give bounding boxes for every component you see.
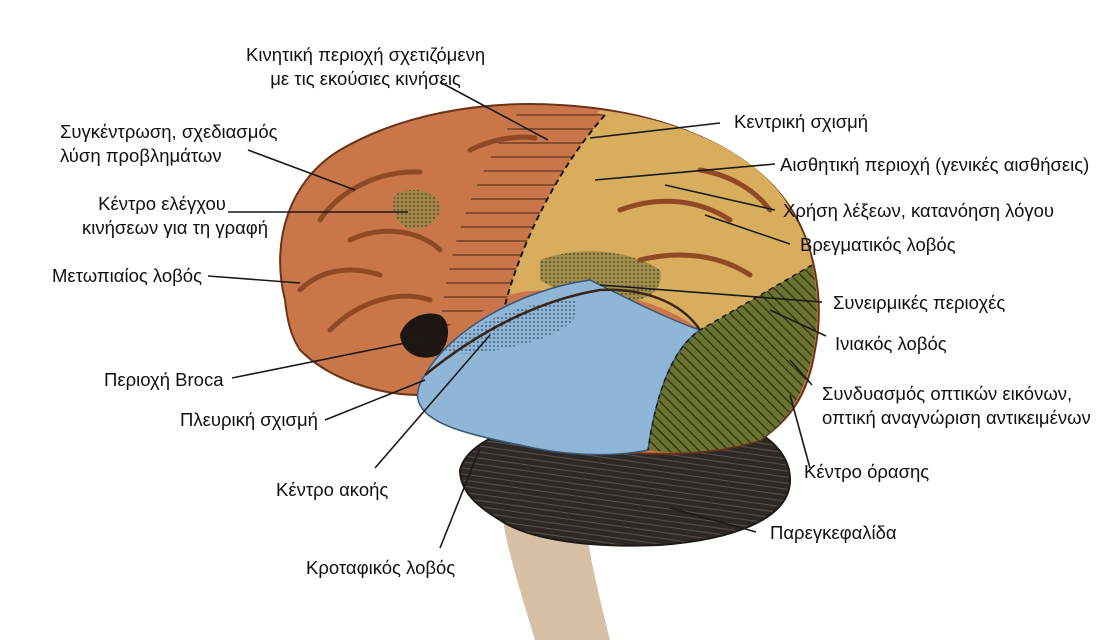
label-parietal-lobe: Βρεγματικός λοβός — [800, 234, 956, 255]
leader-vision — [789, 394, 811, 469]
leader-visual — [789, 359, 813, 386]
leader-word — [664, 184, 776, 211]
label-word-use: Χρήση λέξεων, κατανόηση λόγου — [783, 200, 1055, 221]
hearing-center-patch — [445, 300, 578, 354]
label-central-sulcus: Κεντρική σχισμή — [734, 111, 869, 132]
leader-concentration — [247, 149, 356, 191]
leader-parietal — [704, 214, 791, 245]
leader-cerebellum — [669, 507, 757, 533]
lateral-sulcus-line — [424, 288, 702, 376]
label-writing-center-line1: Κέντρο ελέγχου — [98, 193, 226, 214]
label-temporal-lobe: Κροταφικός λοβός — [306, 557, 456, 578]
leader-association — [599, 284, 823, 303]
leader-broca — [231, 339, 421, 379]
label-writing-center: Κέντρο ελέγχου κινήσεων για τη γραφή — [82, 192, 269, 240]
label-visual-association: Συνδυασμός οπτικών εικόνων, οπτική αναγν… — [822, 382, 1091, 430]
label-sensory-area: Αισθητική περιοχή (γενικές αισθήσεις) — [780, 154, 1090, 175]
label-lateral-sulcus: Πλευρική σχισμή — [180, 409, 318, 430]
label-visual-association-line1: Συνδυασμός οπτικών εικόνων, — [822, 383, 1073, 404]
label-writing-center-line2: κινήσεων για τη γραφή — [82, 217, 269, 238]
parieto-occipital-border — [647, 264, 813, 451]
label-frontal-lobe: Μετωπιαίος λοβός — [52, 265, 203, 286]
label-vision-center: Κέντρο όρασης — [804, 461, 930, 482]
label-broca: Περιοχή Broca — [104, 369, 224, 390]
leader-temporal — [439, 447, 481, 549]
broca-area-shape — [400, 313, 449, 358]
label-concentration-line1: Συγκέντρωση, σχεδιασμός — [60, 121, 278, 142]
label-motor-area-line1: Κινητική περιοχή σχετιζόμενη — [246, 44, 486, 65]
label-cerebellum: Παρεγκεφαλίδα — [770, 522, 897, 543]
leader-lateral — [324, 379, 426, 421]
label-hearing-center: Κέντρο ακοής — [276, 479, 389, 500]
leader-central — [589, 122, 721, 139]
central-sulcus-line — [504, 114, 606, 306]
leader-hearing — [374, 334, 491, 469]
writing-center-patch — [393, 189, 441, 229]
label-motor-area: Κινητική περιοχή σχετιζόμενη με τις εκού… — [246, 43, 485, 91]
label-association-areas: Συνειρμικές περιοχές — [833, 292, 1006, 313]
label-motor-area-line2: με τις εκούσιες κινήσεις — [270, 68, 461, 89]
label-concentration: Συγκέντρωση, σχεδιασμός λύση προβλημάτων — [60, 120, 278, 168]
label-occipital-lobe: Ινιακός λοβός — [835, 333, 947, 354]
leader-sensory — [594, 163, 776, 181]
leader-motor — [439, 81, 549, 141]
label-visual-association-line2: οπτική αναγνώριση αντικειμένων — [822, 407, 1091, 428]
leader-lines — [207, 81, 827, 549]
leader-frontal — [207, 275, 301, 284]
label-concentration-line2: λύση προβλημάτων — [60, 145, 222, 166]
gyri-folds — [297, 134, 773, 333]
leader-occipital — [769, 309, 827, 337]
motor-area-band — [440, 109, 605, 330]
